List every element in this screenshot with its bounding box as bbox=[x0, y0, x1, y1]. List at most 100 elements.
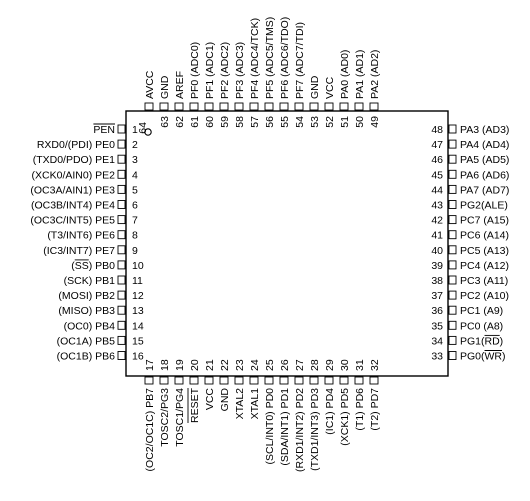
left-pin-box bbox=[117, 230, 126, 240]
left-pin-label: (OC1B) PB6 bbox=[57, 351, 116, 363]
right-pin-box bbox=[448, 351, 457, 360]
right-pin-number: 35 bbox=[431, 320, 443, 332]
bottom-pin-label: (XCK1) PD5 bbox=[339, 388, 351, 446]
bottom-pin-number: 27 bbox=[294, 359, 306, 371]
right-pin-number: 36 bbox=[431, 305, 443, 317]
left-pin-number: 10 bbox=[132, 260, 144, 272]
right-pin-box bbox=[448, 335, 457, 345]
bottom-pin-number: 20 bbox=[189, 359, 201, 371]
right-pin-number: 44 bbox=[431, 184, 443, 196]
left-pin-number: 2 bbox=[132, 139, 138, 151]
right-pin-number: 39 bbox=[431, 260, 443, 272]
bottom-pin-number: 30 bbox=[339, 359, 351, 371]
top-pin-label: VCC bbox=[324, 76, 336, 99]
bottom-pin-box bbox=[339, 376, 349, 385]
top-pin-number: 63 bbox=[159, 116, 171, 128]
top-pin-box bbox=[339, 102, 349, 111]
bottom-pin-number: 26 bbox=[279, 359, 291, 371]
right-pin-box bbox=[448, 260, 457, 270]
top-pin-box bbox=[159, 102, 169, 111]
top-pin-box bbox=[264, 102, 274, 111]
top-pin-box bbox=[219, 102, 229, 111]
bottom-pin-label: VCC bbox=[204, 388, 216, 411]
top-pin-number: 56 bbox=[264, 116, 276, 128]
left-pin-label: (MISO) PB3 bbox=[58, 305, 115, 317]
left-pin-box bbox=[117, 200, 126, 209]
right-pin-number: 48 bbox=[431, 124, 443, 136]
left-pin-label: RXD0/(PDI) PE0 bbox=[37, 139, 115, 151]
left-pin-label: (T3/INT6) PE6 bbox=[47, 230, 115, 242]
top-pin-label: PA2 (AD2) bbox=[369, 50, 381, 99]
bottom-pin-label: RESET bbox=[189, 387, 201, 423]
bottom-pin-label: (SDA/INT1) PD1 bbox=[279, 388, 291, 466]
bottom-pin-box bbox=[219, 376, 229, 385]
right-pin-box bbox=[448, 215, 457, 225]
top-pin-box bbox=[354, 102, 364, 111]
top-pin-box bbox=[279, 102, 289, 111]
right-pin-box bbox=[448, 139, 457, 149]
right-pin-box bbox=[448, 184, 457, 194]
bottom-pin-box bbox=[324, 376, 334, 385]
top-pin-label: GND bbox=[159, 75, 171, 99]
left-pin-box bbox=[117, 124, 126, 134]
right-pin-label: PA6 (AD6) bbox=[460, 169, 509, 181]
left-pin-number: 4 bbox=[132, 169, 138, 181]
right-pin-box bbox=[448, 245, 457, 255]
top-pin-box bbox=[144, 102, 154, 111]
bottom-pin-box bbox=[234, 376, 244, 385]
right-pin-box bbox=[448, 200, 457, 209]
left-pin-box bbox=[117, 305, 126, 315]
top-pin-label: AREF bbox=[174, 71, 186, 99]
bottom-pin-label: XTAL2 bbox=[234, 388, 246, 419]
left-pin-label: PEN bbox=[93, 124, 115, 136]
top-pin-number: 54 bbox=[294, 116, 306, 128]
top-pin-box bbox=[369, 102, 379, 111]
bottom-pin-box bbox=[204, 376, 214, 385]
bottom-pin-label: (TXD1/INT3) PD3 bbox=[309, 388, 321, 471]
bottom-pin-number: 32 bbox=[369, 359, 381, 371]
top-pin-label: PF5 (ADC5/TMS) bbox=[264, 17, 276, 99]
left-pin-label: (OC3A/AIN1) PE3 bbox=[30, 184, 115, 196]
right-pin-label: PC3 (A11) bbox=[460, 275, 508, 287]
right-pin-label: PG1(RD) bbox=[460, 335, 503, 347]
right-pin-label: PC0 (A8) bbox=[460, 320, 503, 332]
top-pin-box bbox=[294, 102, 304, 111]
top-pin-label: AVCC bbox=[144, 70, 156, 99]
right-pin-number: 45 bbox=[431, 169, 443, 181]
top-pin-box bbox=[324, 102, 334, 111]
right-pin-label: PC1 (A9) bbox=[460, 305, 503, 317]
pin1-marker bbox=[144, 128, 152, 136]
bottom-pin-number: 29 bbox=[324, 359, 336, 371]
top-pin-number: 52 bbox=[324, 116, 336, 128]
left-pin-box bbox=[117, 290, 126, 300]
top-pin-label: PA0 (AD0) bbox=[339, 50, 351, 99]
top-pin-number: 51 bbox=[339, 116, 351, 128]
right-pin-box bbox=[448, 124, 457, 134]
top-pin-label: PF0 (ADC0) bbox=[189, 42, 201, 99]
bottom-pin-box bbox=[354, 376, 364, 385]
left-pin-label: (OC0) PB4 bbox=[64, 320, 116, 332]
left-pin-box bbox=[117, 184, 126, 194]
right-pin-box bbox=[448, 230, 457, 240]
left-pin-number: 1 bbox=[132, 124, 138, 136]
bottom-pin-label: XTAL1 bbox=[249, 388, 261, 419]
right-pin-label: PG2(ALE) bbox=[460, 200, 508, 212]
right-pin-box bbox=[448, 275, 457, 285]
right-pin-label: PC5 (A13) bbox=[460, 245, 509, 257]
top-pin-number: 58 bbox=[234, 116, 246, 128]
top-pin-label: PF2 (ADC2) bbox=[219, 42, 231, 99]
bottom-pin-label: (IC1) PD4 bbox=[324, 388, 336, 435]
bottom-pin-label: (OC2/OC1C) PB7 bbox=[144, 388, 156, 472]
bottom-pin-box bbox=[174, 376, 184, 385]
left-pin-box bbox=[117, 320, 126, 330]
bottom-pin-label: (T2) PD7 bbox=[369, 388, 381, 431]
top-pin-box bbox=[174, 102, 184, 111]
bottom-pin-number: 24 bbox=[249, 359, 261, 371]
right-pin-number: 33 bbox=[431, 351, 443, 363]
top-pin-number: 59 bbox=[219, 116, 231, 128]
bottom-pin-label: (RXD1/INT2) PD2 bbox=[294, 388, 306, 472]
right-pin-number: 43 bbox=[431, 200, 443, 212]
left-pin-number: 6 bbox=[132, 200, 138, 212]
bottom-pin-box bbox=[189, 376, 199, 385]
right-pin-number: 42 bbox=[431, 215, 443, 227]
